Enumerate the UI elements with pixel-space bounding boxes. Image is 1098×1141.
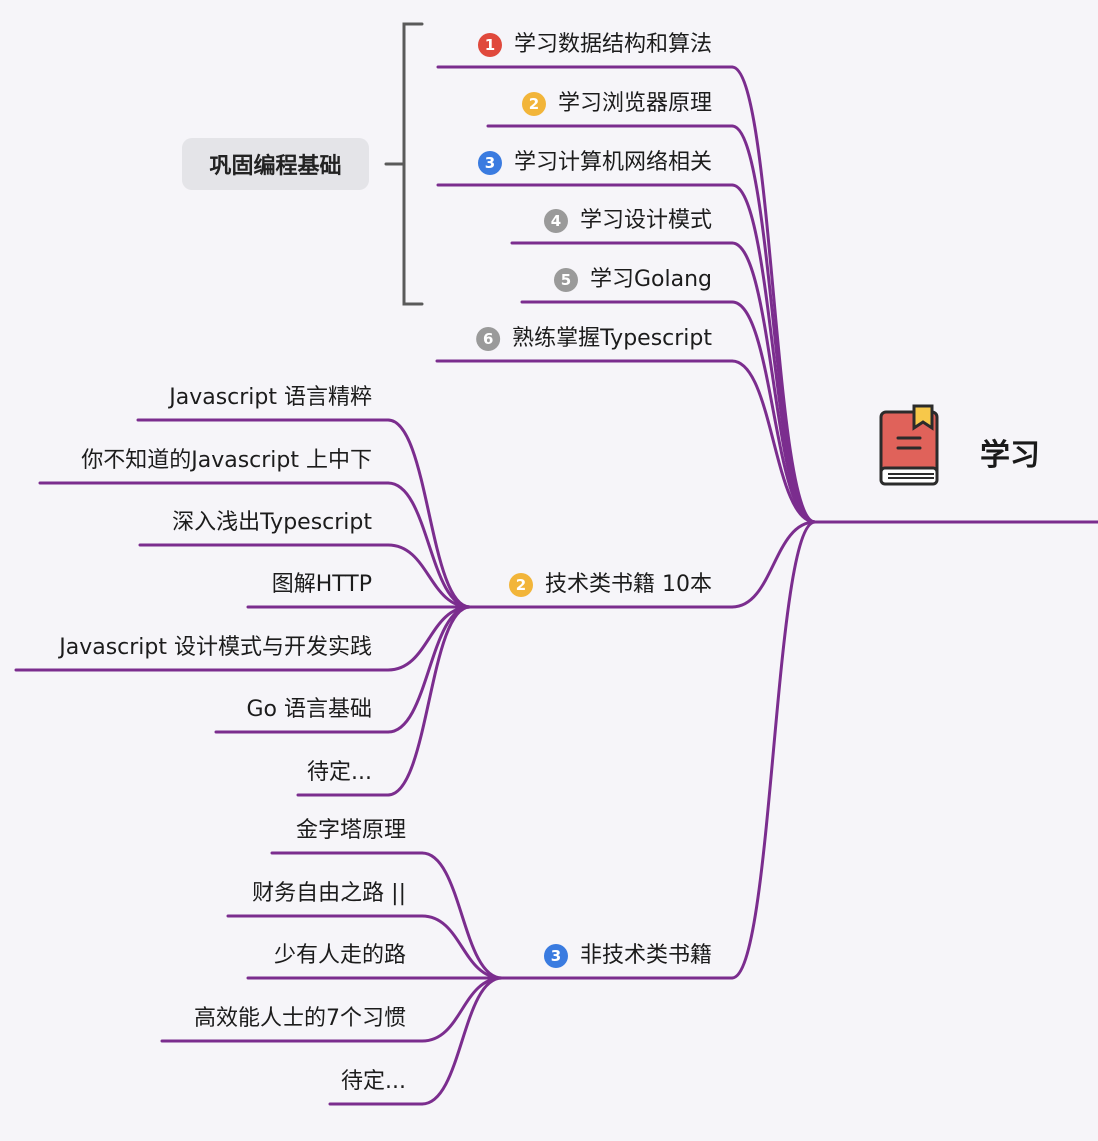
nontech-book-connector [420,914,504,980]
nontech-books-connector [730,520,817,980]
goal-connector [730,359,817,524]
topic-text: 待定... [307,760,372,785]
goal-topic-6[interactable]: 6 熟练掌握Typescript [476,325,712,353]
topic-text: Javascript 语言精粹 [169,385,372,410]
number-badge-icon: 1 [477,33,502,57]
topic-text: 学习计算机网络相关 [513,150,712,175]
number-badge-icon: 4 [543,209,568,233]
tech-book-connector [386,418,472,609]
topic-text: Go 语言基础 [246,697,372,722]
nontech-book-item-1[interactable]: 金字塔原理 [296,817,406,845]
goal-connector [730,300,817,524]
tech-book-connector [386,605,472,672]
goal-topic-1[interactable]: 1 学习数据结构和算法 [477,31,712,59]
topic-text: Javascript 设计模式与开发实践 [59,635,372,660]
nontech-book-connector [420,976,504,1043]
topic-text: 学习数据结构和算法 [513,32,712,57]
tech-book-item-4[interactable]: 图解HTTP [272,571,372,599]
tech-book-item-6[interactable]: Go 语言基础 [246,696,372,724]
nontech-book-item-3[interactable]: 少有人走的路 [274,942,406,970]
goal-topic-2[interactable]: 2 学习浏览器原理 [521,90,712,118]
goal-topic-5[interactable]: 5 学习Golang [553,266,712,294]
goal-topic-4[interactable]: 4 学习设计模式 [543,207,712,235]
tech-book-item-5[interactable]: Javascript 设计模式与开发实践 [59,634,372,662]
tech-book-connector [386,543,472,609]
number-badge-icon: 2 [509,573,533,597]
topic-text: 学习设计模式 [579,208,712,233]
number-badge-icon: 3 [477,151,502,175]
goal-connector [730,183,817,524]
topic-text: 少有人走的路 [273,943,406,968]
tech-book-connector [386,605,472,734]
topic-text: 学习浏览器原理 [557,91,712,116]
number-badge-icon: 6 [476,327,501,351]
number-badge-icon: 3 [543,944,568,968]
tech-book-item-2[interactable]: 你不知道的Javascript 上中下 [81,447,372,475]
topic-text: 深入浅出Typescript [172,510,372,535]
number-badge-icon: 2 [521,92,546,116]
nontech-book-item-4[interactable]: 高效能人士的7个习惯 [194,1005,406,1033]
topic-text: 金字塔原理 [295,818,406,843]
number-badge-icon: 5 [553,268,578,292]
tech-books-connector [730,520,817,609]
topic-text: 非技术类书籍 [579,943,712,968]
root-topic[interactable]: 学习 [980,438,1040,473]
nontech-book-connector [420,851,504,980]
goal-topic-3[interactable]: 3 学习计算机网络相关 [477,149,712,177]
goal-connector [730,65,817,524]
topic-text: 你不知道的Javascript 上中下 [81,448,372,473]
group-bracket [402,22,424,306]
nontech-book-connector [420,976,504,1106]
group-summary-box[interactable]: 巩固编程基础 [182,138,369,190]
topic-text: 技术类书籍 10本 [545,572,712,597]
topic-text: 熟练掌握Typescript [512,326,712,351]
tech-book-item-7[interactable]: 待定... [307,759,372,787]
nontech-book-item-2[interactable]: 财务自由之路 || [252,880,406,908]
tech-book-connector [386,481,472,609]
topic-text: 图解HTTP [271,572,372,597]
goal-connector [730,241,817,524]
tech-book-connector [386,605,472,797]
nontech-book-item-5[interactable]: 待定... [341,1068,406,1096]
topic-text: 学习Golang [589,267,712,292]
topic-text: 财务自由之路 || [252,881,406,906]
tech-book-item-1[interactable]: Javascript 语言精粹 [169,384,372,412]
topic-text: 待定... [341,1069,406,1094]
book-icon [878,402,942,498]
tech-book-item-3[interactable]: 深入浅出Typescript [172,509,372,537]
topic-text: 高效能人士的7个习惯 [194,1006,406,1031]
tech-books-topic[interactable]: 2 技术类书籍 10本 [509,571,712,599]
goal-connector [730,124,817,524]
nontech-books-topic[interactable]: 3 非技术类书籍 [543,942,712,970]
